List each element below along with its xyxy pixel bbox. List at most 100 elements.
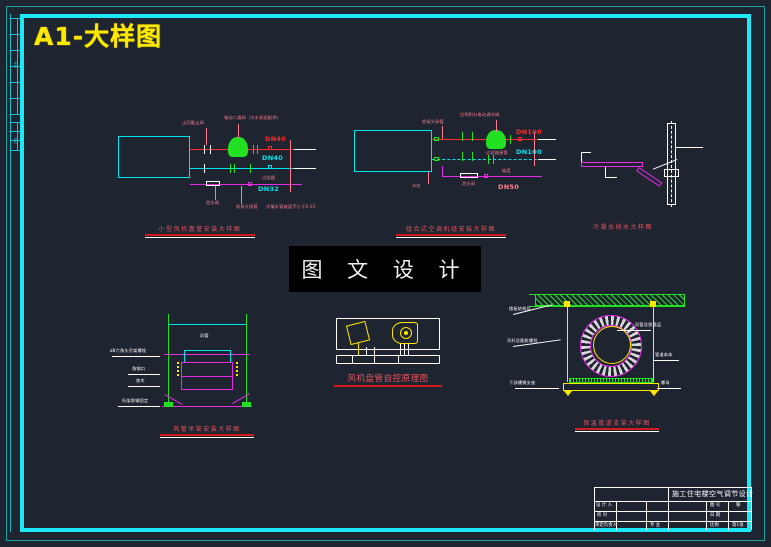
fcu-unit-box bbox=[118, 136, 190, 178]
index-table-top-label: 图例 bbox=[14, 61, 18, 68]
caption-pipe-support: 保温管道支架大样图 bbox=[575, 418, 659, 432]
leader-channel bbox=[515, 388, 559, 389]
branch-riser-line bbox=[534, 132, 535, 166]
base-angle bbox=[162, 406, 252, 407]
hanger-rod-right bbox=[653, 302, 654, 382]
caption-text: 风机盘管自控原理图 bbox=[347, 374, 429, 384]
gasket-label: 垫木 bbox=[136, 378, 145, 383]
caption-text: 冷凝水排水大样图 bbox=[592, 224, 653, 231]
scale-label: 比例 bbox=[710, 523, 719, 528]
return-pipe-line bbox=[432, 159, 542, 160]
supply-stub bbox=[294, 149, 316, 150]
tb-row-line-2 bbox=[594, 511, 752, 512]
leader-motor-valve bbox=[496, 120, 497, 132]
strainer-label: 过滤器接管 bbox=[486, 150, 508, 155]
caption-underline-white bbox=[575, 431, 659, 432]
thermostat-lead bbox=[358, 343, 359, 355]
return-check-valve-b bbox=[234, 164, 235, 173]
duct-left bbox=[184, 350, 185, 362]
duct-mid-line bbox=[181, 376, 233, 377]
return-strainer bbox=[268, 165, 272, 169]
strainer-label: 过滤器 bbox=[262, 175, 276, 180]
condensate-valve bbox=[484, 174, 488, 178]
fan-hub-symbol bbox=[404, 331, 408, 335]
hanger-rod-left bbox=[168, 314, 169, 406]
caption-text: 保温管道支架大样图 bbox=[583, 420, 651, 427]
caption-text: 风管吊架安装大样图 bbox=[173, 426, 241, 433]
caption-underline-white bbox=[160, 437, 254, 438]
base-plate-left bbox=[164, 402, 173, 407]
terminal-div-3 bbox=[398, 355, 399, 364]
condensate-pipe-line bbox=[190, 184, 302, 185]
return-stub bbox=[538, 159, 556, 160]
supply-stub bbox=[538, 139, 556, 140]
anchor-bolt-left bbox=[564, 301, 570, 307]
balance-valve-label: 电动二通阀（冷水机组配供） bbox=[224, 115, 282, 120]
supply-valve-1 bbox=[204, 145, 205, 154]
outer-border bbox=[6, 6, 765, 541]
condensate-trap-riser bbox=[442, 166, 443, 176]
condensate-valve bbox=[248, 182, 252, 186]
caption-underline-white bbox=[396, 237, 506, 238]
leader-insulation bbox=[617, 330, 651, 331]
insulation-label: 风管及保温层 bbox=[635, 322, 662, 327]
tb-col-line-5 bbox=[728, 501, 729, 530]
nut-label: 螺母 bbox=[661, 380, 670, 385]
drawing-no-label: 图 号 bbox=[710, 503, 721, 508]
switch-symbol-2 bbox=[374, 347, 375, 355]
tb-border-top bbox=[594, 487, 752, 488]
channel-label: 下部槽钢支座 bbox=[509, 380, 536, 385]
detail-pipe-support: 楼板结构层 吊杆及膨胀螺栓 风管及保温层 管道本体 下部槽钢支座 螺母 bbox=[505, 290, 685, 410]
return-dn-label: DN100 bbox=[516, 148, 542, 156]
motor-valve-label: 比例积分电动调节阀 bbox=[460, 112, 500, 117]
duct-top bbox=[184, 350, 230, 351]
title-block: 施工住宅楼空气调节设计 设 计 人 校 对 审定负责人 专 业 图 号 暖 日 … bbox=[594, 487, 754, 530]
drain-label: 泄水阀 bbox=[206, 200, 220, 205]
anchor-bolt-right bbox=[650, 301, 656, 307]
fan-housing-symbol bbox=[392, 322, 418, 344]
leader-gasket bbox=[128, 386, 160, 387]
supply-strainer bbox=[268, 146, 272, 150]
pipe-inner-wall bbox=[593, 326, 631, 364]
tb-col-line-2 bbox=[646, 501, 647, 530]
leader-drain bbox=[215, 186, 216, 200]
caption-fcu-control: 风机盘管自控原理图 bbox=[334, 372, 442, 387]
detail-duct-hanger: 风管 ø8六角头吊架螺栓 角钢口 垫木 托架角钢固定 bbox=[110, 310, 260, 420]
supply-gauge-1 bbox=[462, 132, 463, 141]
drain-valve-label: 泄水阀 bbox=[462, 181, 476, 186]
caption-ahu-large: 组合式空调机组安装大样图 bbox=[396, 224, 506, 238]
return-valve-1 bbox=[204, 164, 205, 173]
supply-check-valve bbox=[510, 135, 511, 144]
caption-fcu-small: 小型风机盘管安装大样图 bbox=[145, 224, 255, 238]
project-title: 施工住宅楼空气调节设计 bbox=[672, 490, 754, 498]
condensate-trap bbox=[206, 181, 220, 186]
ahu-motor-valve-symbol bbox=[486, 130, 506, 149]
saddle-label: 管道本体 bbox=[655, 352, 673, 357]
index-table-bottom-label: 说明 bbox=[14, 137, 18, 144]
condensate-dn-label: DN50 bbox=[498, 183, 520, 191]
discipline-label: 专 业 bbox=[650, 523, 661, 528]
supply-strainer bbox=[518, 137, 522, 141]
sheet-label: 第1张 bbox=[732, 523, 744, 528]
watermark: 图 文 设 计 bbox=[289, 246, 481, 292]
leader-top bbox=[581, 152, 591, 153]
hanger-rod-right bbox=[246, 314, 247, 406]
slab-top-line bbox=[529, 294, 685, 295]
tb-row-line-1 bbox=[594, 501, 752, 502]
slab-bottom-line bbox=[529, 306, 685, 307]
return-check-valve bbox=[230, 164, 231, 173]
tb-border-right bbox=[751, 487, 752, 530]
return-check-valve-c bbox=[250, 164, 251, 173]
detail-fcu-small: 止回截止阀 电动二通阀（冷水机组配供） 泄水阀 软接头接管 冷凝水管坡度不小于0… bbox=[110, 110, 316, 230]
leader-mid bbox=[605, 177, 617, 178]
fan-lead-3 bbox=[408, 344, 409, 355]
caption-drain-riser: 冷凝水排水大样图 bbox=[583, 222, 663, 231]
riser-tee-fitting bbox=[664, 169, 679, 177]
leader-support bbox=[118, 406, 160, 407]
flexible-joint-label: 软接头接管 bbox=[236, 204, 258, 209]
leader-balance bbox=[238, 124, 239, 138]
hanger-top-angle bbox=[164, 354, 250, 355]
supply-gauge-2 bbox=[472, 132, 473, 141]
leader-flex bbox=[241, 186, 242, 204]
support-channel bbox=[563, 383, 659, 391]
